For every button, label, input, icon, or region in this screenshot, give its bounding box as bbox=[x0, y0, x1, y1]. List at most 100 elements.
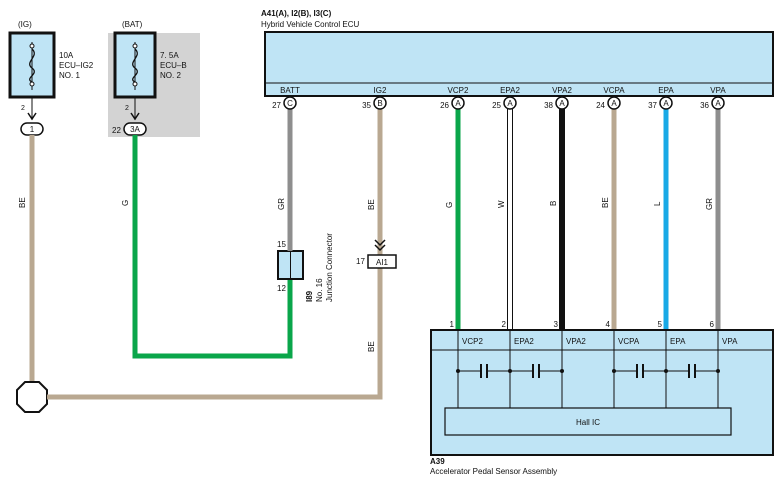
sensor-name: Accelerator Pedal Sensor Assembly bbox=[430, 467, 557, 476]
ecu-terminal-name: EPA2 bbox=[500, 86, 520, 95]
ecu-code: A41(A), I2(B), I3(C) bbox=[261, 9, 332, 18]
junction-pin-top: 15 bbox=[277, 240, 286, 249]
ecu-terminal-vcpa: VCPA 24 A bbox=[596, 86, 625, 110]
ecu-name: Hybrid Vehicle Control ECU bbox=[261, 20, 359, 29]
wire-vpa2-label: B bbox=[549, 201, 558, 206]
ecu-terminal-name: BATT bbox=[280, 86, 300, 95]
ecu-terminal-connector bbox=[607, 96, 621, 110]
connector-bat-label: 3A bbox=[130, 125, 140, 134]
ecu-terminal-pin: 35 bbox=[362, 101, 371, 110]
ecu-terminal-conn-label: B bbox=[377, 99, 382, 108]
fuse-bat-arrow-icon bbox=[130, 112, 140, 121]
ecu-box bbox=[264, 31, 774, 97]
fuse-ig-name: ECU–IG2 bbox=[59, 61, 94, 70]
wire-vcp2-label: G bbox=[445, 202, 454, 208]
ecu-terminal-vcp2: VCP2 26 A bbox=[440, 86, 469, 110]
ecu-terminal-connector bbox=[451, 96, 465, 110]
ecu-terminal-conn-label: A bbox=[507, 99, 513, 108]
ecu-terminal-batt: BATT 27 C bbox=[272, 86, 300, 110]
ecu-terminal-connector bbox=[283, 96, 297, 110]
fuse-bat-element-icon bbox=[132, 48, 138, 83]
fuse-bat-name: ECU–B bbox=[160, 61, 187, 70]
ecu-terminal-connector bbox=[659, 96, 673, 110]
wire-epa-label: L bbox=[653, 201, 662, 206]
splice-point bbox=[16, 381, 48, 413]
wire-batt-gr-label: GR bbox=[277, 198, 286, 210]
ecu-terminal-pin: 26 bbox=[440, 101, 449, 110]
ecu-terminal-conn-label: A bbox=[611, 99, 617, 108]
sensor-code: A39 bbox=[430, 457, 445, 466]
wire-ai1-be-label: BE bbox=[367, 341, 376, 352]
ecu-terminal-conn-label: A bbox=[715, 99, 721, 108]
ecu-terminal-epa2: EPA2 25 A bbox=[492, 86, 520, 110]
junction-no: No. 16 bbox=[315, 278, 324, 302]
sensor-pin-name: VCPA bbox=[618, 337, 640, 346]
fuse-bat-amp: 7. 5A bbox=[160, 51, 179, 60]
sensor-internal-circuit bbox=[456, 350, 720, 408]
wire-ig2-be-label: BE bbox=[367, 199, 376, 210]
ecu-terminal-conn-label: A bbox=[455, 99, 461, 108]
ecu-terminal-connector bbox=[503, 96, 517, 110]
junction-code: I89 bbox=[305, 290, 314, 302]
ecu-terminal-vpa2: VPA2 38 A bbox=[544, 86, 572, 110]
wire-bat-g bbox=[132, 135, 293, 359]
ai1-arrow-icon bbox=[374, 239, 386, 252]
sensor-pin-num: 3 bbox=[554, 320, 559, 329]
fuse-ig: (IG) 10A ECU–IG2 NO. 1 2 1 bbox=[8, 20, 94, 136]
ecu-terminal-name: IG2 bbox=[374, 86, 387, 95]
sensor-pin-name: VPA bbox=[722, 337, 738, 346]
ecu-terminal-conn-label: A bbox=[559, 99, 565, 108]
ecu-terminal-pin: 38 bbox=[544, 101, 553, 110]
ecu-terminal-name: VPA2 bbox=[552, 86, 572, 95]
ai1-pin: 17 bbox=[356, 257, 365, 266]
sensor-pin-name: EPA2 bbox=[514, 337, 534, 346]
fuse-bat-no: NO. 2 bbox=[160, 71, 181, 80]
ecu-terminal-connector bbox=[555, 96, 569, 110]
ecu-terminal-name: VCP2 bbox=[448, 86, 469, 95]
ecu-terminal-pin: 25 bbox=[492, 101, 501, 110]
wire-vcpa-label: BE bbox=[601, 197, 610, 208]
sensor-pin-name: VPA2 bbox=[566, 337, 586, 346]
fuse-ig-pin: 2 bbox=[21, 105, 25, 112]
ecu: A41(A), I2(B), I3(C) Hybrid Vehicle Cont… bbox=[261, 9, 774, 110]
connector-ig-label: 1 bbox=[30, 125, 35, 134]
junction-pin-bottom: 12 bbox=[277, 284, 286, 293]
ecu-terminal-name: VPA bbox=[710, 86, 726, 95]
sensor-pin-num: 6 bbox=[710, 320, 715, 329]
fuse-ig-amp: 10A bbox=[59, 51, 74, 60]
wire-ai1-be bbox=[47, 268, 383, 400]
ecu-terminal-pin: 27 bbox=[272, 101, 281, 110]
ai1-connector bbox=[367, 254, 397, 269]
ecu-terminal-pin: 37 bbox=[648, 101, 657, 110]
sensor-pin-num: 4 bbox=[606, 320, 611, 329]
ecu-terminal-connector bbox=[373, 96, 387, 110]
sensor-pin-num: 5 bbox=[658, 320, 663, 329]
hall-ic-box bbox=[444, 407, 732, 436]
connector-bat-pin: 22 bbox=[112, 126, 121, 135]
wire-epa2-label: W bbox=[497, 200, 506, 208]
ai1-label: AI1 bbox=[376, 258, 389, 267]
sensor-box bbox=[430, 329, 774, 456]
sensor-pin-num: 2 bbox=[502, 320, 507, 329]
wire-bat-g-label: G bbox=[121, 200, 130, 206]
junction-name: Junction Connector bbox=[325, 233, 334, 302]
wire-vpa-label: GR bbox=[705, 198, 714, 210]
fuse-bat: (BAT) 7. 5A ECU–B NO. 2 2 22 3A bbox=[108, 20, 200, 137]
fuse-ig-element-icon bbox=[29, 48, 35, 83]
ecu-terminal-connector bbox=[711, 96, 725, 110]
ecu-terminal-conn-label: C bbox=[287, 99, 293, 108]
ecu-terminal-name: EPA bbox=[658, 86, 674, 95]
fuse-ig-no: NO. 1 bbox=[59, 71, 80, 80]
ecu-terminal-name: VCPA bbox=[603, 86, 625, 95]
hall-ic-label: Hall IC bbox=[576, 418, 600, 427]
ecu-terminal-pin: 24 bbox=[596, 101, 605, 110]
ecu-terminal-conn-label: A bbox=[663, 99, 669, 108]
fuse-bat-supply: (BAT) bbox=[122, 20, 143, 29]
wire-ig-be-label: BE bbox=[18, 197, 27, 208]
